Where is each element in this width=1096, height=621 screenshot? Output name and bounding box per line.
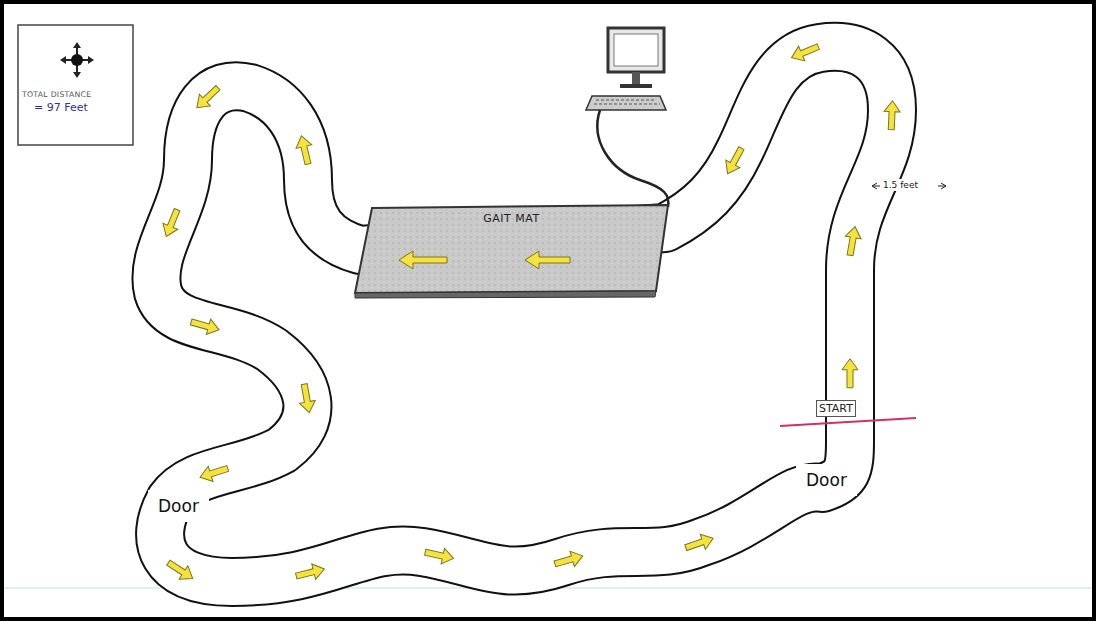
direction-arrow	[296, 383, 317, 414]
direction-arrow	[159, 207, 185, 240]
direction-arrow	[553, 548, 585, 571]
compass-symbol	[60, 42, 94, 78]
width-dimension: 1.5 feet	[881, 179, 920, 191]
door-label: Door	[796, 464, 857, 496]
start-line	[780, 418, 916, 426]
legend-box: TOTAL DISTANCE = 97 Feet	[20, 90, 131, 140]
computer-icon	[586, 28, 668, 207]
legend-heading: TOTAL DISTANCE	[20, 90, 131, 99]
direction-arrow	[198, 461, 230, 485]
direction-arrow	[189, 314, 221, 337]
legend-frame	[18, 25, 133, 145]
direction-arrow	[842, 225, 863, 256]
gait-mat: GAIT MAT	[355, 205, 668, 298]
direction-arrow	[683, 531, 716, 556]
direction-arrow	[883, 100, 900, 130]
dimension-head	[941, 183, 946, 189]
direction-arrow	[294, 561, 326, 584]
direction-arrow	[788, 39, 821, 65]
direction-arrow	[164, 556, 197, 585]
direction-arrow	[842, 359, 858, 388]
direction-arrow	[424, 544, 456, 566]
door-label: Door	[148, 490, 209, 522]
distance-value: = 97 Feet	[20, 101, 131, 114]
start-label: START	[816, 400, 856, 417]
direction-arrow	[294, 134, 316, 166]
dimension-head	[872, 183, 877, 189]
direction-arrow	[721, 144, 749, 177]
track-inner	[156, 47, 892, 582]
direction-arrow	[191, 82, 223, 114]
track-border	[156, 47, 892, 582]
mat-title: GAIT MAT	[355, 205, 668, 225]
direction-arrows	[159, 39, 901, 585]
